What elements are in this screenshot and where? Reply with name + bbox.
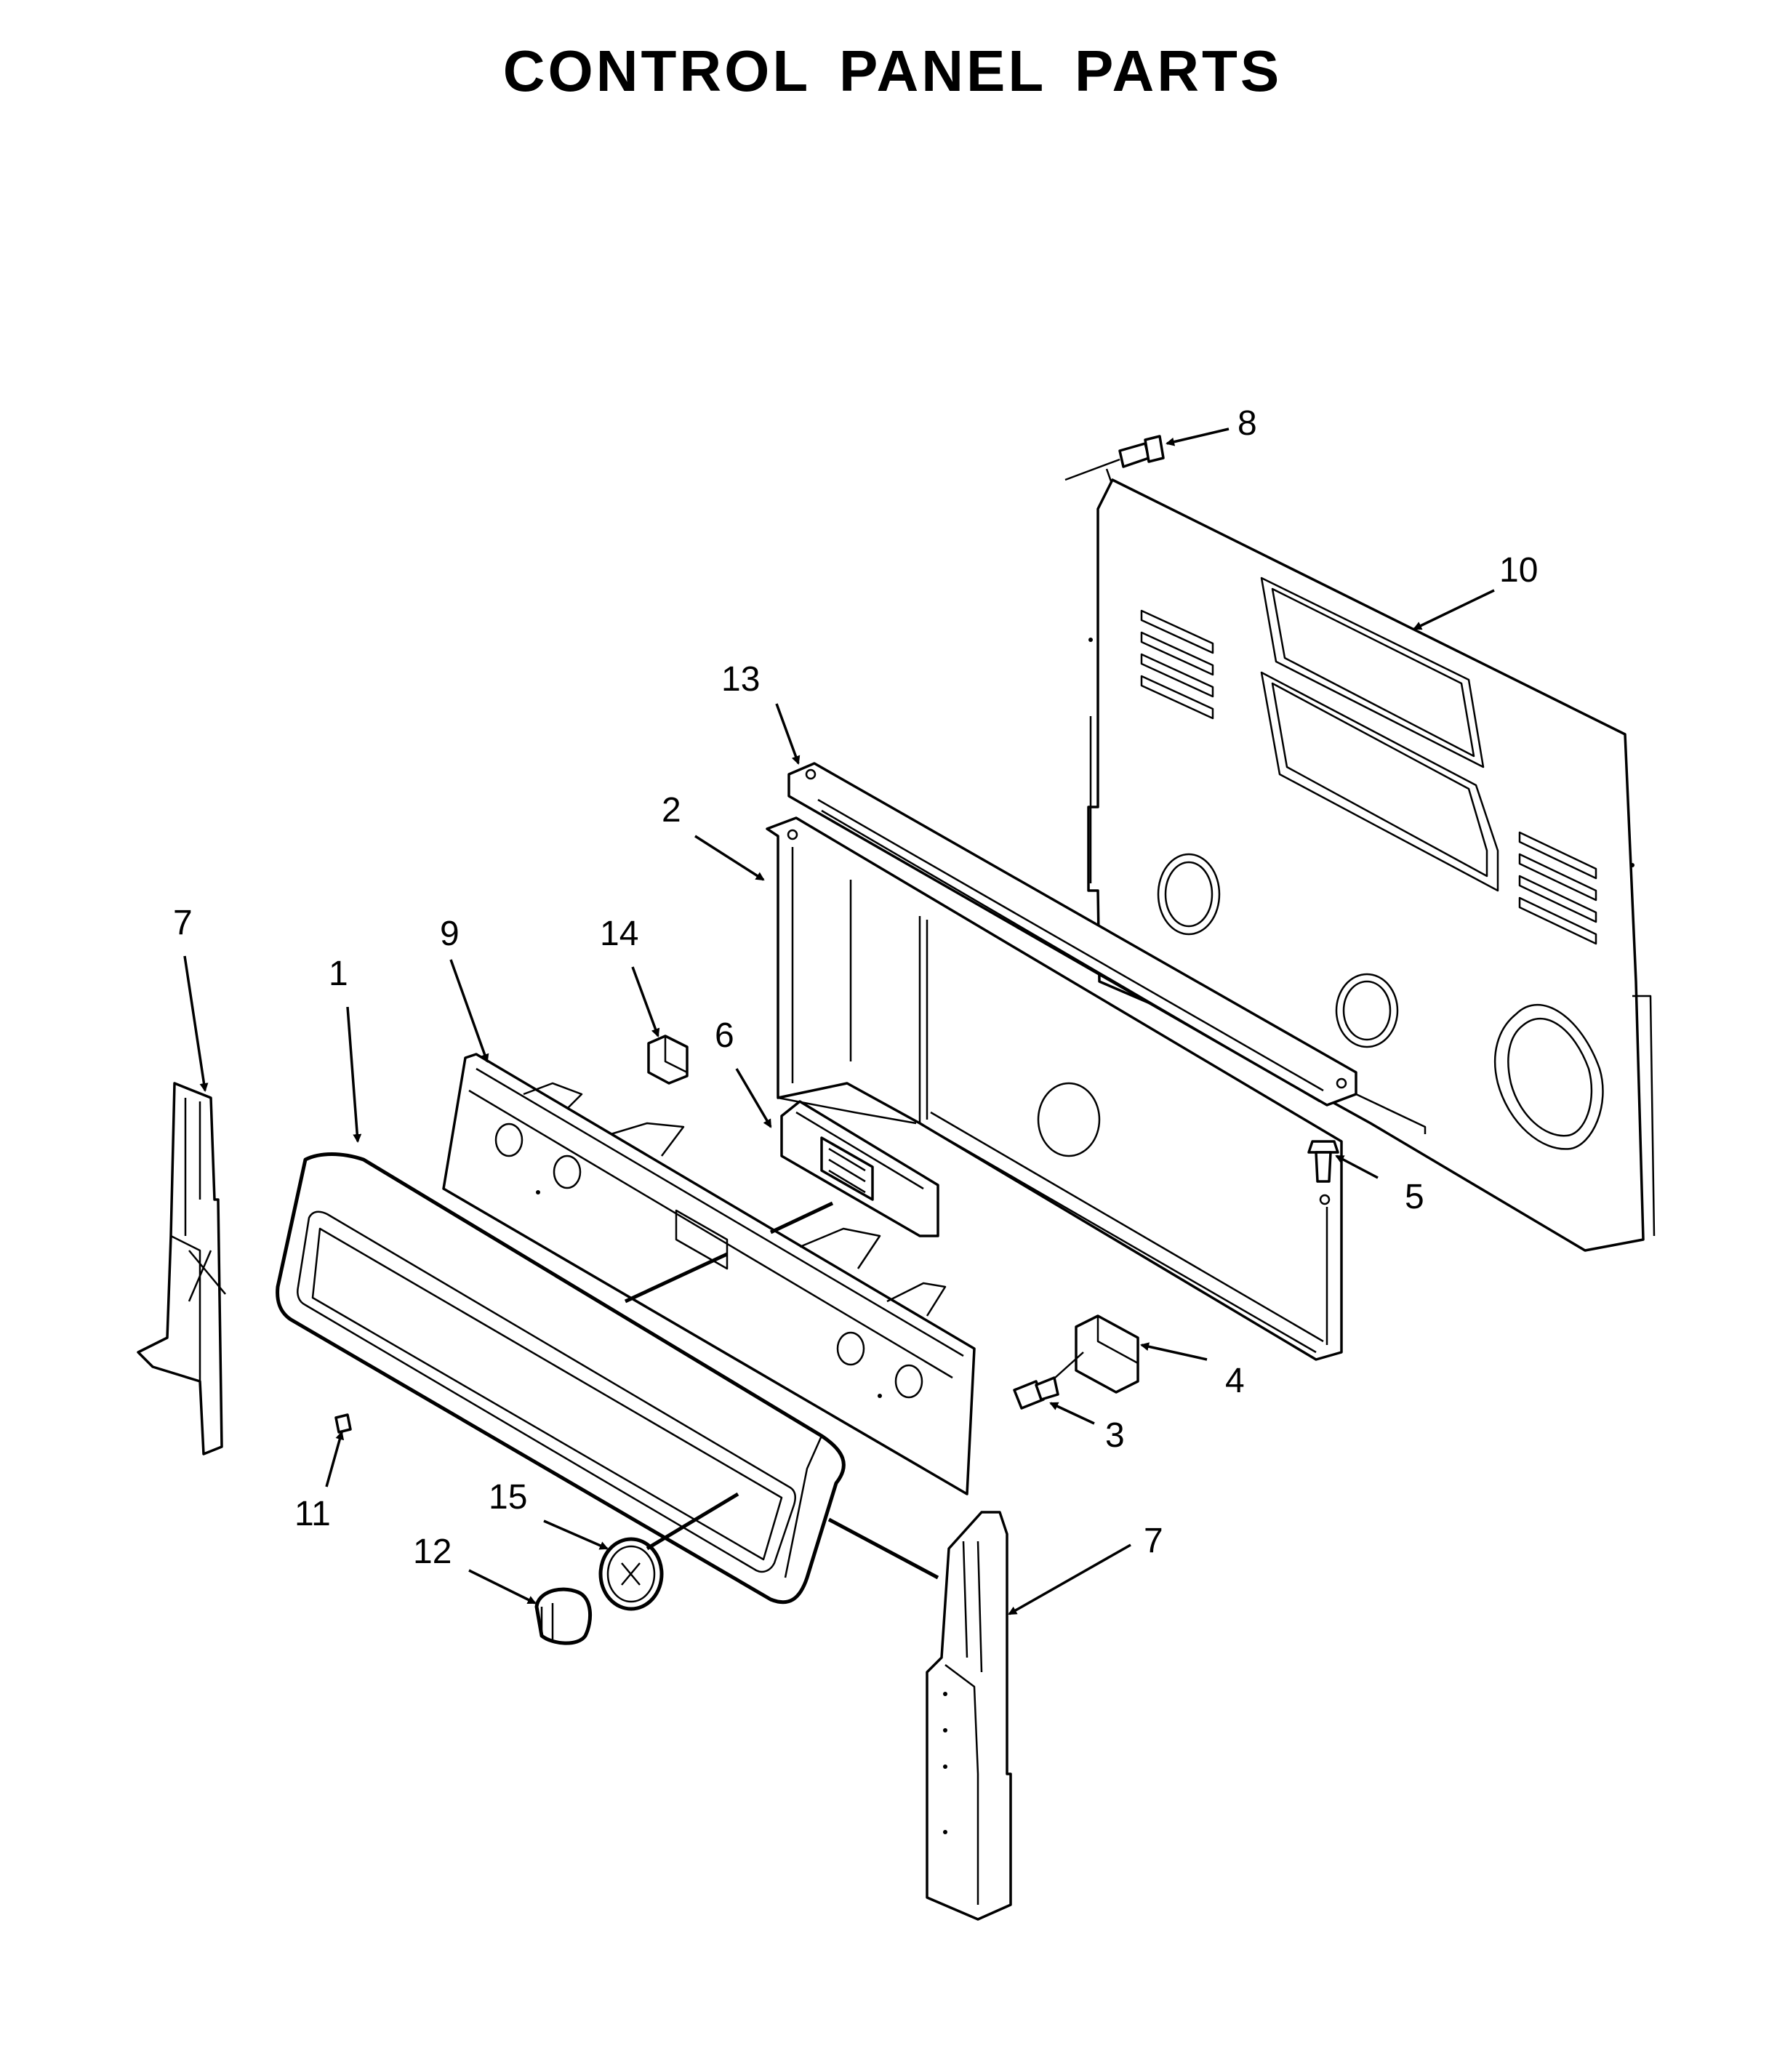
callout-1: 1 (329, 955, 348, 993)
callout-6: 6 (715, 1016, 734, 1055)
callout-3: 3 (1105, 1416, 1125, 1455)
part-13-rail (787, 762, 1427, 1134)
assembly-lines (624, 1201, 939, 1580)
part-9-panel-frame (442, 1053, 976, 1495)
callout-13: 13 (721, 660, 760, 699)
callout-2: 2 (662, 791, 681, 830)
part-10-rear-panel (1087, 468, 1656, 1252)
part-6-control-board (780, 1100, 939, 1237)
part-3-screw (1013, 1376, 1059, 1410)
leader-lines (183, 427, 1495, 1615)
part-15-bezel (598, 1537, 664, 1611)
callout-9: 9 (440, 915, 460, 953)
part-14-switch (647, 1035, 689, 1085)
callout-5: 5 (1405, 1178, 1424, 1216)
callout-7-right: 7 (1144, 1522, 1163, 1560)
part-2-bracket (766, 816, 1343, 1361)
part-7-endcap-left (137, 1082, 226, 1455)
callout-11: 11 (294, 1495, 331, 1533)
callout-4: 4 (1225, 1362, 1245, 1400)
callout-labels: 8 10 13 2 7 9 14 1 6 5 4 3 11 15 12 7 (173, 404, 1538, 1571)
callout-8: 8 (1238, 404, 1257, 443)
part-8-screw (1064, 435, 1165, 481)
callout-7-left: 7 (173, 904, 193, 942)
page-title: CONTROL PANEL PARTS (502, 39, 1283, 103)
callout-14: 14 (600, 915, 638, 953)
part-4-switch (1046, 1314, 1139, 1394)
part-7-endcap-right (926, 1511, 1012, 1921)
part-12-knob (534, 1587, 593, 1645)
callout-15: 15 (489, 1478, 527, 1517)
part-5-screw (1307, 1140, 1339, 1183)
callout-12: 12 (413, 1533, 452, 1571)
part-1-console (276, 1152, 846, 1605)
callout-10: 10 (1499, 551, 1538, 590)
part-11-indicator (334, 1413, 352, 1434)
